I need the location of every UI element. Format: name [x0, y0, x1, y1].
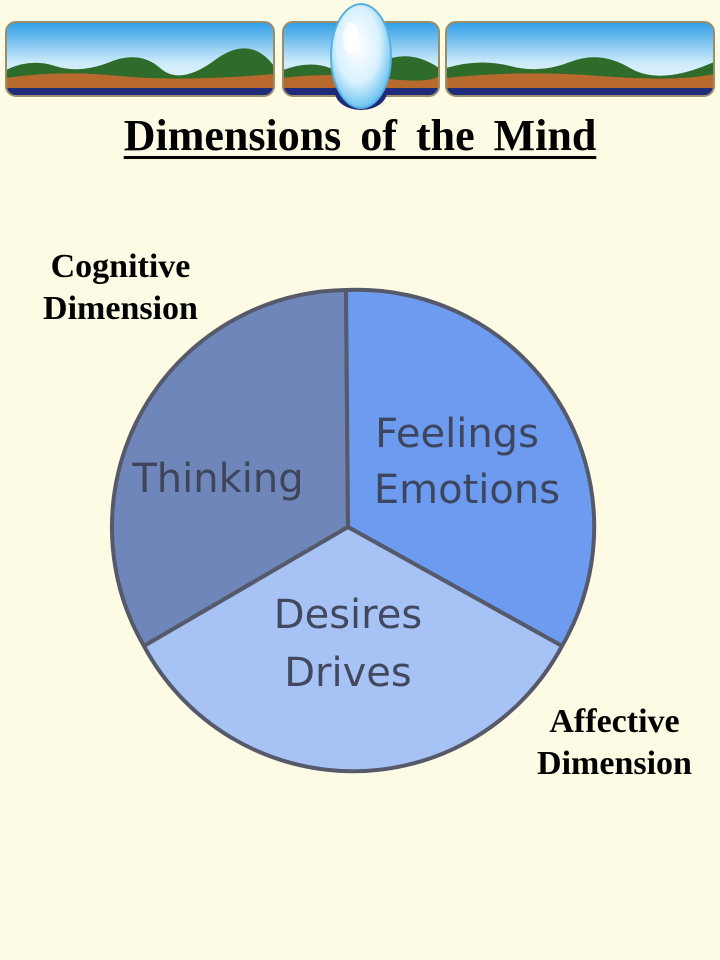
page-title: Dimensions of the Mind — [123, 111, 597, 160]
segment-desires-text-line-2: Drives — [284, 650, 411, 696]
landscape-banner — [5, 3, 715, 110]
cognitive-dimension-label: Cognitive Dimension — [18, 246, 223, 330]
banner-panel-right — [446, 22, 714, 96]
banner-panel-left — [6, 22, 274, 96]
segment-desires-shape — [142, 525, 564, 774]
segment-feelings-shape — [344, 287, 597, 648]
affective-dimension-label: Affective Dimension — [512, 701, 717, 785]
affective-label-line-2: Dimension — [537, 745, 692, 782]
segment-thinking-shape — [109, 288, 350, 648]
segment-feelings: Feelings Emotions — [344, 287, 597, 648]
segment-desires-text-line-1: Desires — [274, 592, 422, 638]
segment-thinking: Thinking — [109, 288, 350, 648]
segment-desires: Desires Drives — [142, 525, 564, 774]
affective-label-line-1: Affective — [549, 703, 680, 740]
segment-thinking-text: Thinking — [131, 456, 303, 502]
cognitive-label-line-2: Dimension — [43, 290, 198, 327]
segment-feelings-text-line-1: Feelings — [375, 411, 539, 457]
cognitive-label-line-1: Cognitive — [50, 248, 191, 285]
segment-feelings-text-line-2: Emotions — [374, 467, 560, 513]
egg-icon — [330, 3, 392, 110]
